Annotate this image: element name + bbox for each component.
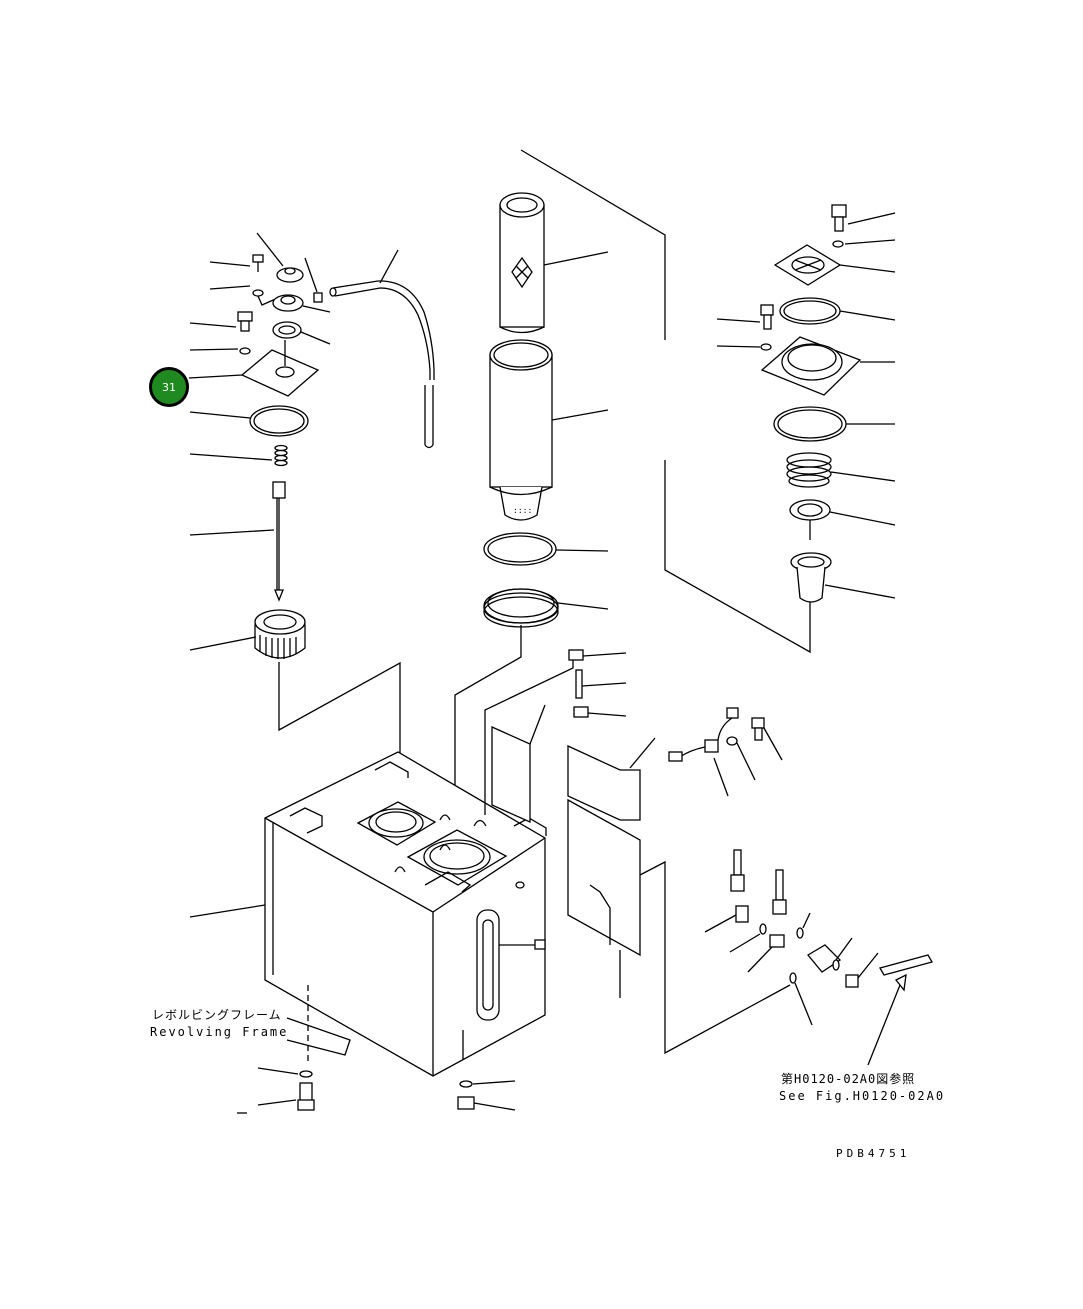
right-o-ring-part-2 <box>773 406 895 442</box>
side-plate-parts <box>491 704 791 1055</box>
center-filter-assembly: :::: <box>454 149 811 835</box>
right-washer-part <box>832 239 896 248</box>
plug-part <box>304 257 323 303</box>
elbow-fittings <box>484 649 627 815</box>
spring-part <box>189 444 288 467</box>
adapter-part <box>272 294 331 313</box>
hydraulic-tank-part <box>189 751 547 1077</box>
cover-plate-part <box>188 340 320 397</box>
right-valve-part <box>789 499 896 540</box>
callout-number: 31 <box>162 380 176 394</box>
filter-o-ring-part <box>483 532 609 566</box>
strainer-part <box>189 609 306 659</box>
svg-text:::::: :::: <box>513 506 532 515</box>
filter-case-part: :::: <box>489 339 609 521</box>
mount-bolts <box>237 985 516 1114</box>
right-housing-part <box>760 336 895 396</box>
gasket-part <box>272 321 331 345</box>
sensor-assembly <box>668 707 783 797</box>
right-valve-assembly <box>716 204 896 603</box>
revolving-frame-label-ja: レボルビングフレーム <box>152 1008 282 1022</box>
drawing-number-label: PDB4751 <box>836 1147 911 1160</box>
callout-31-badge[interactable]: 31 <box>149 367 189 407</box>
see-fig-label-en: See Fig.H0120-02A0 <box>779 1089 946 1103</box>
cap-part <box>256 232 304 283</box>
right-washer-part-2 <box>716 343 772 351</box>
washer-part-2 <box>189 347 251 355</box>
bolt-part-2 <box>189 311 253 332</box>
right-bolt-part <box>831 204 896 232</box>
o-ring-part <box>189 405 309 437</box>
right-bolt-part-2 <box>716 304 774 330</box>
leader-line <box>278 661 401 760</box>
filter-gasket-part <box>483 588 609 628</box>
bolt-part <box>209 254 264 272</box>
see-fig-label-ja: 第H0120-02A0図参照 <box>781 1072 916 1086</box>
rod-part <box>189 481 286 602</box>
revolving-frame-label-en: Revolving Frame <box>150 1025 289 1039</box>
right-cover-part <box>773 244 896 286</box>
right-o-ring-part <box>779 297 896 325</box>
left-breather-assembly <box>188 232 435 760</box>
right-strainer-part <box>790 552 896 603</box>
pipe-part <box>329 249 435 449</box>
hose-fittings <box>704 849 933 1066</box>
washer-part <box>209 285 281 306</box>
right-spring-part <box>786 452 896 488</box>
filter-element-part <box>499 192 609 334</box>
